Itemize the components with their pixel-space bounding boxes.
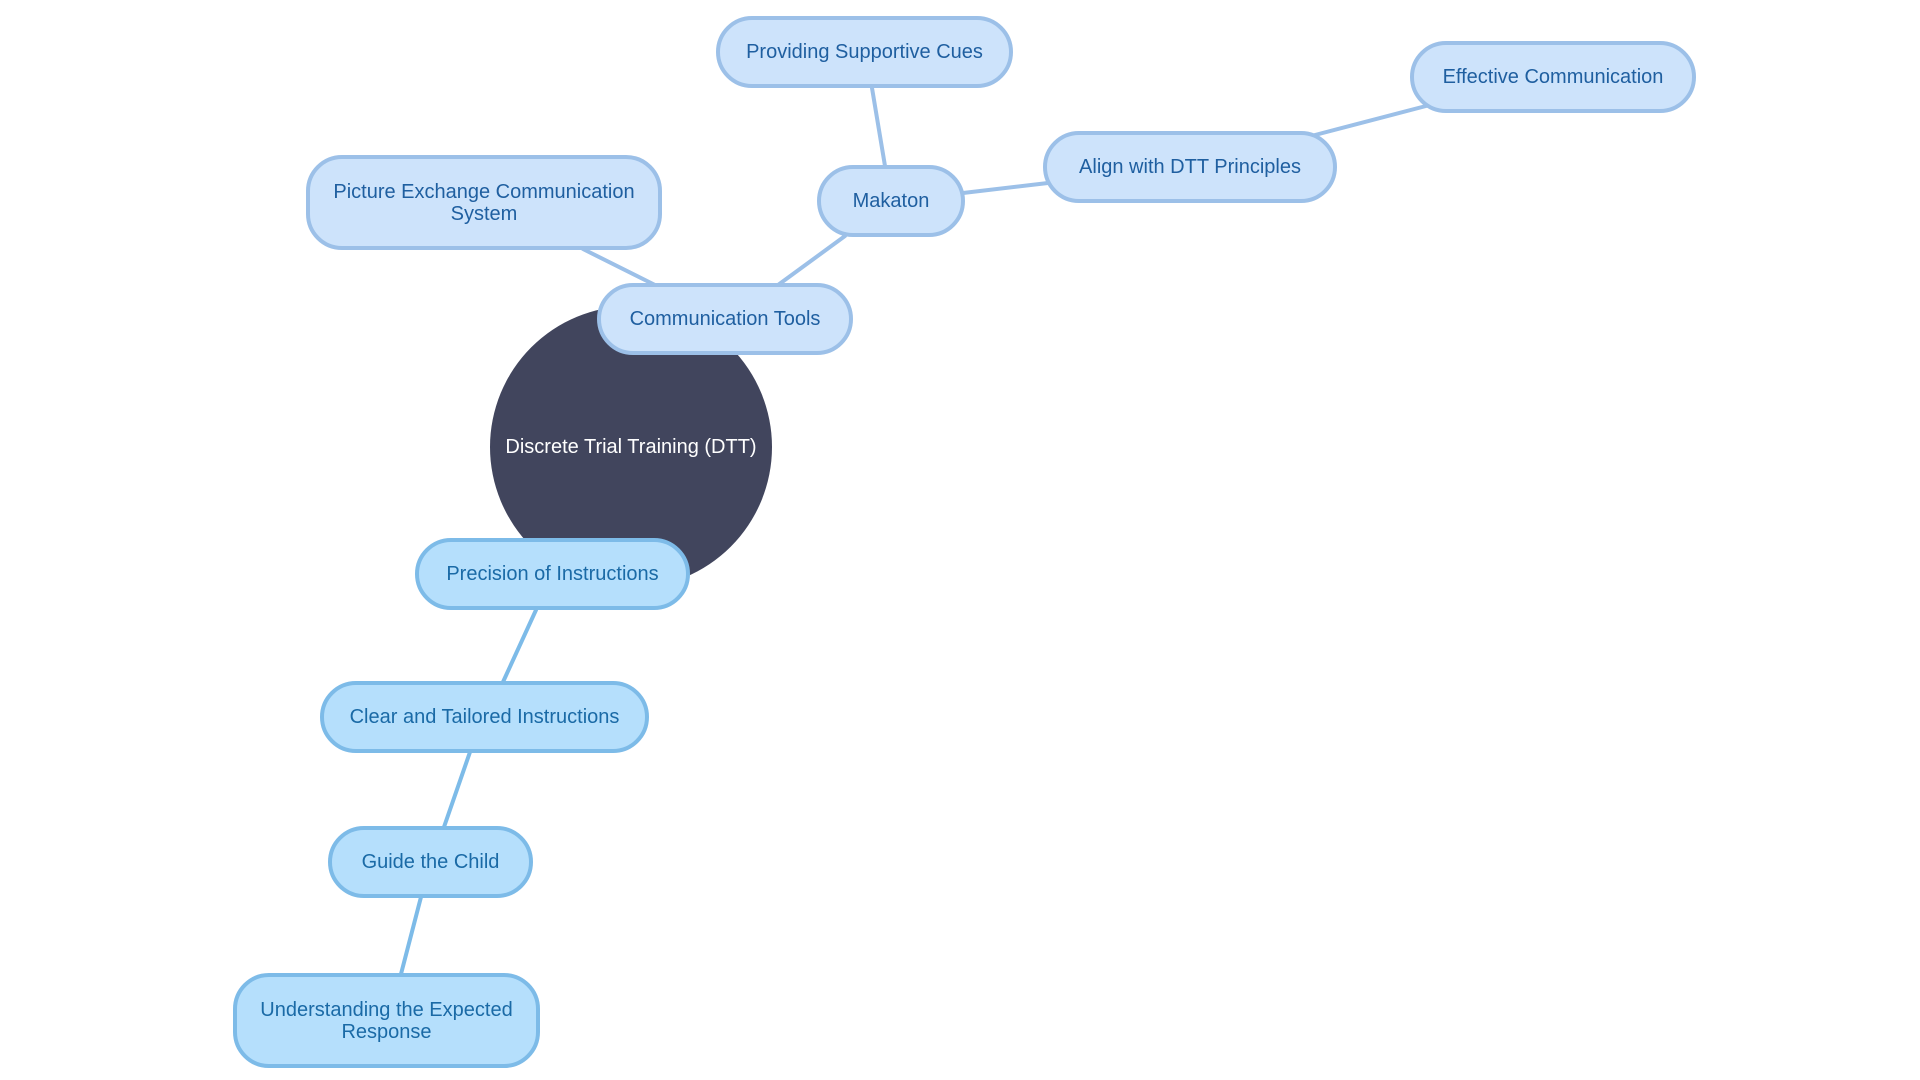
node-makaton-label: Makaton xyxy=(852,190,930,212)
node-clear-and-tailored-instructions[interactable]: Clear and Tailored Instructions xyxy=(320,681,649,753)
node-communication-tools[interactable]: Communication Tools xyxy=(597,283,853,355)
node-makaton[interactable]: Makaton xyxy=(817,165,965,237)
node-effective-communication[interactable]: Effective Communication xyxy=(1410,41,1696,113)
node-precision-of-instructions[interactable]: Precision of Instructions xyxy=(415,538,690,610)
node-providing-supportive-cues-label: Providing Supportive Cues xyxy=(746,41,983,63)
node-align-with-dtt-principles-label: Align with DTT Principles xyxy=(1079,156,1301,178)
node-guide-the-child-label: Guide the Child xyxy=(361,851,500,873)
edge-makaton-cues xyxy=(870,86,887,168)
node-precision-of-instructions-label: Precision of Instructions xyxy=(446,563,659,585)
node-guide-the-child[interactable]: Guide the Child xyxy=(328,826,533,898)
node-clear-and-tailored-instructions-label: Clear and Tailored Instructions xyxy=(349,706,620,728)
edge-clear-guide xyxy=(442,750,472,829)
edge-makaton-align xyxy=(961,181,1050,195)
edge-tools-makaton xyxy=(776,234,847,287)
edge-align-effective xyxy=(1313,104,1428,137)
edge-tools-pecs xyxy=(581,247,657,287)
node-align-with-dtt-principles[interactable]: Align with DTT Principles xyxy=(1043,131,1337,203)
node-communication-tools-label: Communication Tools xyxy=(629,308,821,330)
node-effective-communication-label: Effective Communication xyxy=(1442,66,1664,88)
central-topic-label: Discrete Trial Training (DTT) xyxy=(505,435,757,458)
edge-precision-clear xyxy=(501,608,538,684)
node-picture-exchange-communication-system[interactable]: Picture Exchange Communication System xyxy=(306,155,662,250)
node-understanding-the-expected-response-label: Understanding the Expected Response xyxy=(260,998,513,1043)
edge-guide-expected xyxy=(399,895,423,976)
node-understanding-the-expected-response[interactable]: Understanding the Expected Response xyxy=(233,973,540,1068)
node-providing-supportive-cues[interactable]: Providing Supportive Cues xyxy=(716,16,1013,88)
node-picture-exchange-communication-system-label: Picture Exchange Communication System xyxy=(333,180,635,225)
